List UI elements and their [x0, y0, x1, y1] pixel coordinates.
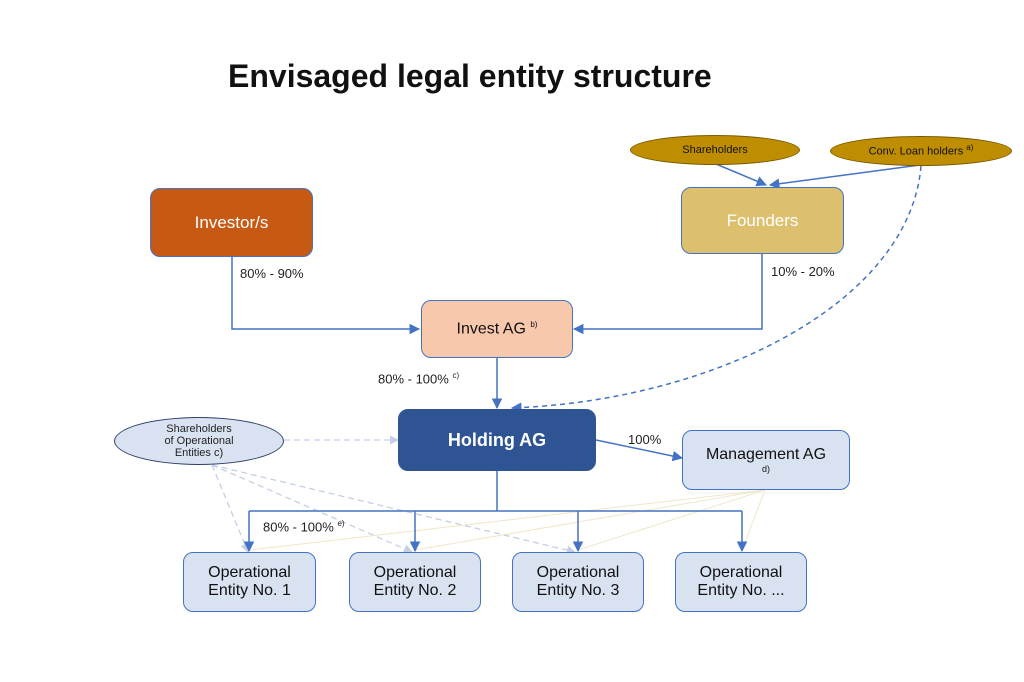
holding-operational-share-label: 80% - 100% e): [263, 519, 345, 534]
operational-entity-line2: Entity No. ...: [697, 582, 785, 599]
shareholders-operational-line1: Shareholders: [166, 422, 232, 435]
page-title: Envisaged legal entity structure: [228, 58, 712, 94]
conv-loan-holders-ellipse: Conv. Loan holders a): [830, 136, 1012, 166]
holding-ag-label: Holding AG: [447, 429, 547, 450]
conv-loan-holders-note: a): [966, 143, 974, 153]
management-faint-lines: [249, 489, 766, 551]
management-ag-label: Management AG: [705, 445, 827, 463]
management-ag-box: Management AG d): [682, 430, 850, 490]
operational-entity-line1: Operational: [699, 563, 783, 581]
connectors: [231, 163, 921, 553]
operational-entity-line1: Operational: [208, 563, 291, 581]
invest-ag-note: b): [530, 319, 538, 329]
operational-entity-3-box: Operational Entity No. 3: [512, 552, 644, 612]
operational-entity-line1: Operational: [536, 563, 620, 581]
shareholders-label: Shareholders: [682, 143, 748, 156]
holding-management-share-label: 100%: [628, 432, 662, 447]
invest-ag-box: Invest AG b): [421, 300, 573, 358]
founders-label: Founders: [726, 210, 799, 230]
investors-box: Investor/s: [150, 188, 313, 257]
conv-loan-dashed-curve: [510, 165, 922, 413]
shareholders-operational-ellipse: Shareholders of Operational Entities c): [114, 417, 284, 465]
founders-share-label: 10% - 20%: [771, 264, 835, 279]
holding-ag-box: Holding AG: [398, 409, 596, 471]
founders-box: Founders: [681, 187, 844, 254]
investors-share-label: 80% - 90%: [240, 266, 304, 281]
holding-operational-share-note: e): [337, 519, 345, 528]
invest-holding-share-label: 80% - 100% c): [378, 371, 459, 386]
operational-entity-line2: Entity No. 3: [536, 582, 620, 599]
holding-operational-share-text: 80% - 100%: [263, 519, 334, 535]
operational-entity-line2: Entity No. 2: [373, 582, 457, 599]
operational-entity-line2: Entity No. 1: [208, 582, 291, 599]
shareholders-operational-dashed-lines: [211, 435, 576, 555]
operational-entity-n-box: Operational Entity No. ...: [675, 552, 807, 612]
conv-loan-holders-label: Conv. Loan holders: [868, 145, 964, 158]
shareholders-operational-line3: Entities c): [174, 447, 224, 460]
operational-entity-line1: Operational: [373, 563, 457, 581]
investors-label: Investor/s: [194, 212, 269, 232]
operational-entity-1-box: Operational Entity No. 1: [183, 552, 316, 612]
operational-entity-2-box: Operational Entity No. 2: [349, 552, 481, 612]
shareholders-ellipse: Shareholders: [630, 135, 800, 165]
invest-holding-share-text: 80% - 100%: [378, 371, 449, 387]
invest-ag-label: Invest AG: [456, 319, 526, 337]
management-ag-note: d): [761, 464, 770, 475]
invest-holding-share-note: c): [452, 371, 460, 380]
shareholders-operational-line2: of Operational: [164, 434, 234, 447]
